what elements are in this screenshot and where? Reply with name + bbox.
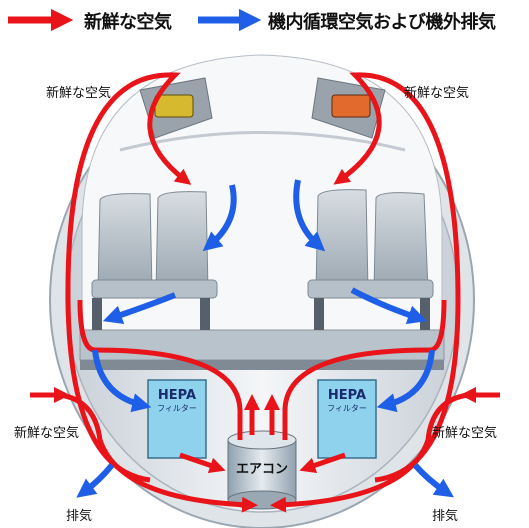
- hepa-left-subtitle: フィルター: [157, 404, 197, 413]
- air-conditioner-unit: [227, 430, 297, 510]
- hepa-filter-right: [317, 379, 377, 459]
- hepa-left-title: HEPA: [157, 388, 197, 403]
- label-fresh-air-bottom-left: 新鮮な空気: [14, 426, 80, 441]
- hepa-right-subtitle: フィルター: [327, 404, 367, 413]
- seat-row-left: [91, 191, 218, 330]
- overhead-bin-right: [311, 77, 386, 139]
- legend: 新鮮な空気 機内循環空気および機外排気: [0, 4, 529, 36]
- hepa-filter-left: [147, 379, 207, 459]
- label-exhaust-right: 排気: [432, 509, 459, 524]
- fresh-air-flow: [30, 72, 500, 513]
- legend-recirc-label: 機内循環空気および機外排気: [268, 12, 496, 33]
- label-fresh-air-top-left: 新鮮な空気: [46, 86, 112, 101]
- seat-row-right: [307, 189, 434, 330]
- hepa-right-text: HEPA フィルター: [318, 388, 376, 414]
- hepa-right-title: HEPA: [327, 388, 367, 403]
- aircon-label: エアコン: [235, 462, 288, 477]
- cabin-floor: [79, 329, 445, 370]
- label-exhaust-left: 排気: [66, 509, 93, 524]
- recirc-air-flow: [76, 179, 454, 498]
- legend-fresh-label: 新鮮な空気: [84, 12, 172, 33]
- label-fresh-air-top-right: 新鮮な空気: [404, 86, 470, 101]
- label-fresh-air-bottom-right: 新鮮な空気: [432, 426, 498, 441]
- hepa-left-text: HEPA フィルター: [148, 388, 206, 414]
